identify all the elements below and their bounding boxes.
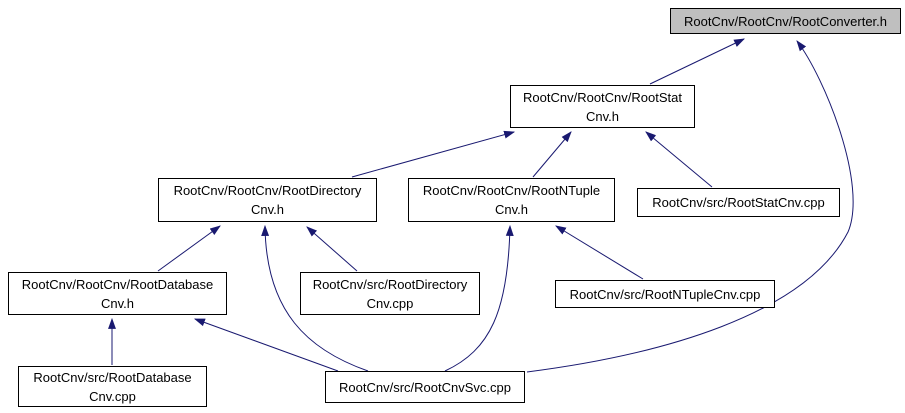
node-root-stat-cnv-h[interactable]: RootCnv/RootCnv/RootStat Cnv.h xyxy=(510,85,695,128)
node-root-ntuple-cnv-h[interactable]: RootCnv/RootCnv/RootNTuple Cnv.h xyxy=(408,178,615,222)
node-root-directory-cnv-h[interactable]: RootCnv/RootCnv/RootDirectory Cnv.h xyxy=(158,178,377,222)
edge-rootdatabasecnv-h-to-rootdirectorycnv-h xyxy=(157,225,221,272)
node-root-ntuple-cnv-cpp[interactable]: RootCnv/src/RootNTupleCnv.cpp xyxy=(555,280,775,308)
node-label-line1: RootCnv/src/RootDatabase xyxy=(33,369,192,385)
node-root-stat-cnv-cpp[interactable]: RootCnv/src/RootStatCnv.cpp xyxy=(637,188,840,217)
edge-rootstatcnv-h-to-rootconverter-h xyxy=(649,38,745,85)
node-label-line1: RootCnv/RootCnv/RootDatabase xyxy=(21,276,214,292)
node-label: RootCnv/src/RootCnvSvc.cpp xyxy=(339,379,511,395)
node-label-line2: Cnv.h xyxy=(101,295,134,311)
node-label-line2: Cnv.h xyxy=(251,202,284,217)
edge-rootntuplecnv-cpp-to-rootntuplecnv-h xyxy=(555,225,644,280)
edge-rootstatcnv-cpp-to-rootstatcnv-h xyxy=(645,131,713,188)
node-label-line1: RootCnv/RootCnv/RootNTuple xyxy=(422,183,601,198)
node-label-line1: RootCnv/RootCnv/RootDirectory xyxy=(173,183,362,198)
node-root-database-cnv-h[interactable]: RootCnv/RootCnv/RootDatabase Cnv.h xyxy=(8,272,227,315)
node-root-converter-h[interactable]: RootCnv/RootCnv/RootConverter.h xyxy=(670,8,901,34)
edge-rootcnvsvc-cpp-to-rootdatabasecnv-h xyxy=(193,318,339,372)
node-label-line1: RootCnv/RootCnv/RootStat xyxy=(523,89,682,105)
node-label: RootCnv/RootCnv/RootConverter.h xyxy=(683,13,888,29)
node-label: RootCnv/src/RootStatCnv.cpp xyxy=(652,195,825,210)
node-label-line2: Cnv.h xyxy=(586,108,619,124)
edge-rootdirectorycnv-h-to-rootstatcnv-h xyxy=(351,130,516,178)
node-root-directory-cnv-cpp[interactable]: RootCnv/src/RootDirectory Cnv.cpp xyxy=(300,272,480,315)
node-label-line2: Cnv.cpp xyxy=(89,388,136,404)
edge-rootdirectorycnv-cpp-to-rootdirectorycnv-h xyxy=(306,226,358,272)
node-label-line2: Cnv.cpp xyxy=(366,295,414,311)
node-label-line1: RootCnv/src/RootDirectory xyxy=(312,276,468,292)
node-root-cnv-svc-cpp[interactable]: RootCnv/src/RootCnvSvc.cpp xyxy=(325,371,525,403)
node-label: RootCnv/src/RootNTupleCnv.cpp xyxy=(569,286,761,302)
node-label-line2: Cnv.h xyxy=(495,202,528,217)
node-root-database-cnv-cpp[interactable]: RootCnv/src/RootDatabase Cnv.cpp xyxy=(18,366,207,407)
edge-rootntuplecnv-h-to-rootstatcnv-h xyxy=(532,131,572,178)
